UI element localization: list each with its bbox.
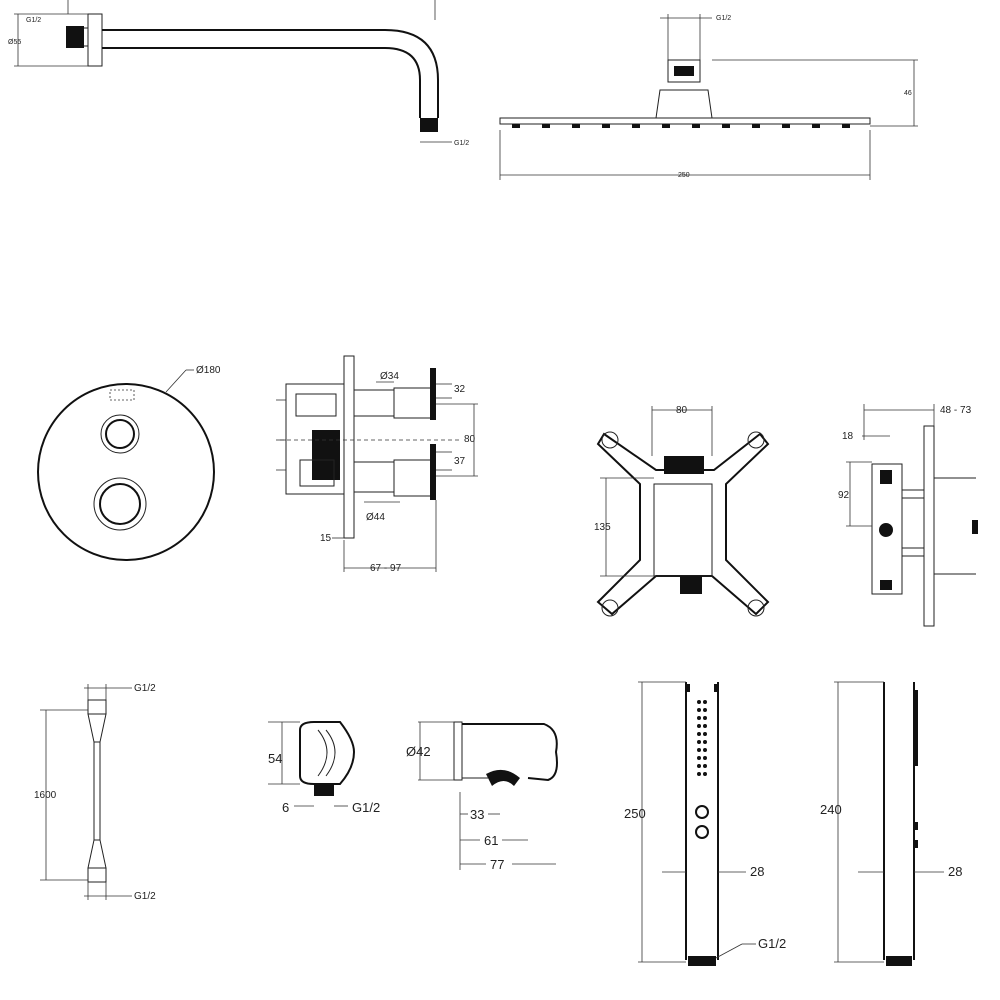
hs-front-dim-28: 28 [750, 864, 764, 879]
holder-view: Ø42 33 61 77 [406, 721, 558, 872]
shower-arm-view: G1/2 Ø55 G1/2 [8, 0, 469, 147]
hs-front-dim-250: 250 [624, 806, 646, 821]
hose-dim-g12-top: G1/2 [134, 683, 156, 694]
valve-dim-d44: Ø44 [366, 512, 385, 523]
bracket-side-view: 48 - 73 18 92 [838, 404, 978, 627]
hose-view: G1/2 G1/2 1600 [34, 683, 156, 902]
head-dim-height: 46 [904, 90, 912, 97]
holder-dim-d42: Ø42 [406, 744, 431, 759]
trim-dim-diameter: Ø180 [196, 365, 221, 376]
arm-dim-diameter: Ø55 [8, 39, 21, 46]
head-dim-width: 250 [678, 172, 690, 179]
hs-side-dim-240: 240 [820, 802, 842, 817]
handshower-side-view: 240 28 [820, 681, 962, 966]
handshower-front-view: 250 28 G1/2 [624, 681, 786, 966]
holder-dim-33: 33 [470, 807, 484, 822]
head-dim-g12: G1/2 [716, 15, 731, 22]
valve-dim-37: 37 [454, 456, 466, 467]
hose-dim-g12-bottom: G1/2 [134, 891, 156, 902]
valve-side-view: Ø34 32 80 37 Ø44 15 67 - 97 [276, 355, 478, 574]
valve-dim-depth: 67 - 97 [370, 563, 402, 574]
outlet-dim-54: 54 [268, 751, 282, 766]
valve-dim-80: 80 [464, 434, 476, 445]
arm-dim-g12-outlet: G1/2 [454, 140, 469, 147]
bracket-dim-135: 135 [594, 522, 611, 533]
trim-plate-view: Ø180 [37, 365, 221, 561]
nozzle-row [512, 124, 850, 128]
mount-bracket-view: 80 135 [594, 405, 770, 617]
outlet-dim-g12: G1/2 [352, 800, 380, 815]
wall-outlet-view: 54 6 G1/2 [268, 721, 380, 815]
outlet-dim-6: 6 [282, 800, 289, 815]
side-dim-depth: 48 - 73 [940, 405, 972, 416]
side-dim-92: 92 [838, 490, 850, 501]
shower-head-view: G1/2 46 250 [499, 14, 918, 180]
hose-dim-length: 1600 [34, 790, 57, 801]
holder-dim-61: 61 [484, 833, 498, 848]
hs-front-dim-g12: G1/2 [758, 936, 786, 951]
valve-dim-32: 32 [454, 384, 466, 395]
valve-dim-d34: Ø34 [380, 371, 399, 382]
arm-dim-g12-top: G1/2 [26, 17, 41, 24]
side-dim-18: 18 [842, 431, 854, 442]
valve-dim-15: 15 [320, 533, 332, 544]
hs-side-dim-28: 28 [948, 864, 962, 879]
spray-holes [697, 700, 707, 776]
bracket-dim-80: 80 [676, 405, 688, 416]
holder-dim-77: 77 [490, 857, 504, 872]
